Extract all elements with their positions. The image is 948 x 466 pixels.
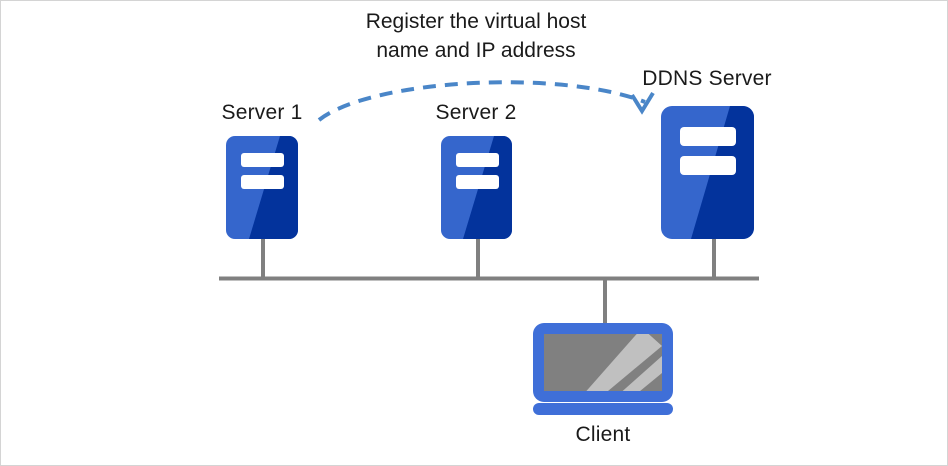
server2-slot-1	[456, 153, 499, 167]
server-icon-ddns[interactable]	[661, 106, 754, 239]
annotation-line-1: Register the virtual host	[365, 10, 587, 33]
server1-slot-2	[241, 175, 284, 189]
server-icon-server1[interactable]	[226, 136, 298, 239]
node-label-ddns-server: DDNS Server	[642, 67, 772, 90]
node-label-server2: Server 2	[435, 101, 517, 124]
client-screen-highlight-1	[586, 334, 662, 391]
server2-slot-2	[456, 175, 499, 189]
server-icon-server2[interactable]	[441, 136, 512, 239]
laptop-icon-client[interactable]	[533, 323, 673, 415]
client-base	[533, 403, 673, 415]
server1-slot-1	[241, 153, 284, 167]
annotation-label: Register the virtual host name and IP ad…	[331, 7, 621, 65]
ddns-slot-1	[680, 127, 736, 146]
network-bus-group	[219, 239, 759, 324]
node-label-server1: Server 1	[221, 101, 303, 124]
node-label-client: Client	[575, 423, 631, 446]
registration-arrow-head	[630, 91, 655, 115]
annotation-line-2: name and IP address	[376, 39, 576, 62]
registration-arrow	[317, 80, 655, 122]
registration-arrow-dashed-path	[317, 80, 646, 122]
ddns-slot-2	[680, 156, 736, 175]
client-screen-highlight-2	[622, 356, 662, 391]
